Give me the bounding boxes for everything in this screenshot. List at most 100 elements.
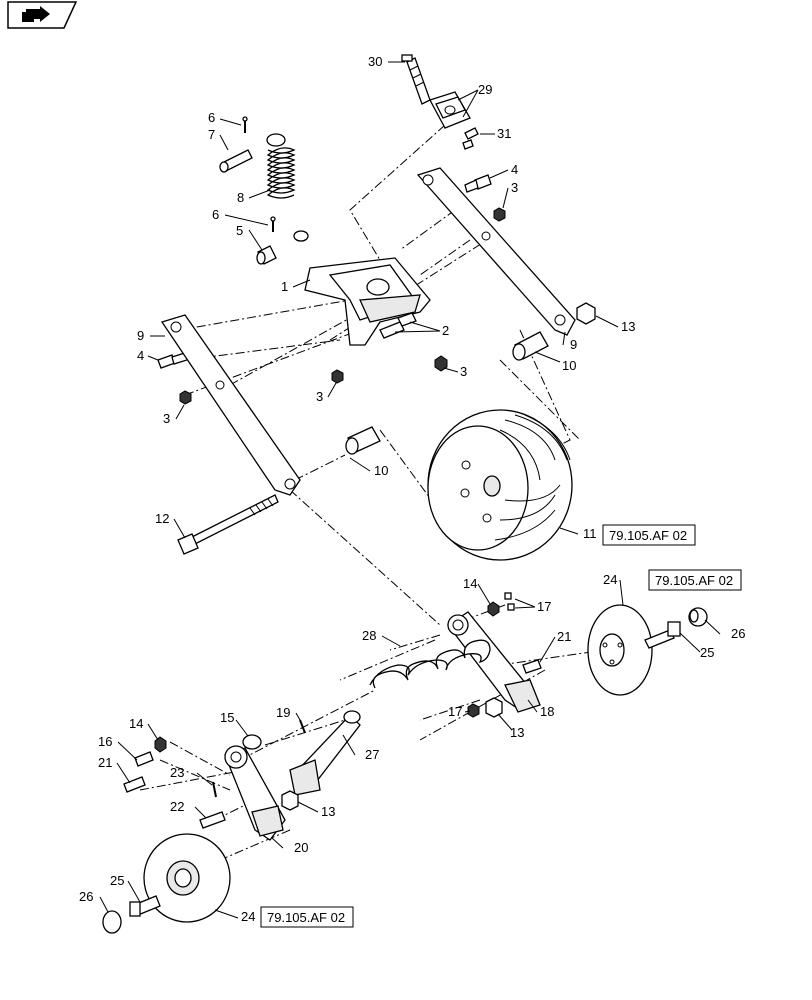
bushing-10-left [345, 426, 381, 455]
pin-31 [462, 127, 479, 150]
callout-18: 18 [540, 704, 554, 719]
callout-9-right: 9 [570, 337, 577, 352]
pin-23 [212, 781, 217, 798]
callout-4-right: 4 [511, 162, 518, 177]
callout-27: 27 [365, 747, 379, 762]
callout-6-lower: 6 [212, 207, 219, 222]
callout-6-top: 6 [208, 110, 215, 125]
callout-3-upper: 3 [511, 180, 518, 195]
callout-19: 19 [276, 705, 290, 720]
nut-17-lower [467, 703, 480, 718]
callout-22: 22 [170, 799, 184, 814]
cap-26-right [688, 607, 708, 627]
nut-3-upper-right [493, 207, 506, 222]
clamp-29 [429, 91, 471, 129]
callout-21-lower: 21 [98, 755, 112, 770]
nut-3-center [434, 355, 448, 372]
wheel-11 [427, 409, 573, 561]
reference-box-wheel[interactable]: 79.105.AF 02 [602, 524, 696, 546]
nut-13-top [576, 302, 596, 325]
callout-26-lower: 26 [79, 889, 93, 904]
callout-8: 8 [237, 190, 244, 205]
leader-lines [99, 61, 721, 919]
bolt-16 [134, 751, 154, 767]
nut-17-upper-pair [504, 592, 515, 611]
callout-10-right: 10 [562, 358, 576, 373]
disc-24-right [587, 604, 653, 696]
callout-14-lower: 14 [129, 716, 143, 731]
disc-24-lower [143, 833, 231, 923]
callout-28: 28 [362, 628, 376, 643]
spring-28 [369, 639, 491, 689]
callout-13-lower: 13 [321, 804, 335, 819]
bolt-30 [401, 54, 431, 105]
callout-4-left: 4 [137, 348, 144, 363]
cotter-pin-6-top [242, 116, 248, 133]
bushing-10-right [512, 331, 549, 361]
next-page-arrow-icon[interactable] [7, 1, 78, 29]
bolt-4-right [464, 174, 492, 193]
callout-3-center: 3 [460, 364, 467, 379]
bolt-14-lower [154, 736, 167, 753]
bolt-12 [177, 494, 279, 555]
bracket-1 [304, 257, 431, 346]
callout-16: 16 [98, 734, 112, 749]
pin-5 [256, 245, 277, 265]
arm-20 [224, 745, 286, 841]
callout-5: 5 [236, 223, 243, 238]
callout-24-right: 24 [603, 572, 617, 587]
callout-29: 29 [478, 82, 492, 97]
callout-26-right: 26 [731, 626, 745, 641]
spring-8 [266, 133, 309, 242]
reference-text-disc-bottom[interactable]: 79.105.AF 02 [267, 910, 345, 925]
nut-3-arm-left [179, 390, 192, 405]
bolt-2 [379, 312, 417, 339]
callout-2: 2 [442, 323, 449, 338]
callout-21-upper: 21 [557, 629, 571, 644]
callout-17-upper: 17 [537, 599, 551, 614]
bolt-25-lower [129, 895, 161, 917]
callout-13-middle: 13 [510, 725, 524, 740]
cotter-pin-6-lower [270, 216, 276, 232]
bolt-14-upper [487, 601, 500, 617]
callout-labels: 30 29 31 6 7 8 6 5 1 2 3 3 4 3 9 4 3 9 1… [79, 54, 745, 924]
reference-text-wheel[interactable]: 79.105.AF 02 [609, 528, 687, 543]
arm-9-right [416, 167, 576, 336]
cap-26-lower [102, 910, 122, 934]
pin-19 [299, 719, 306, 734]
pin-7 [219, 149, 253, 173]
reference-box-disc-bottom[interactable]: 79.105.AF 02 [260, 906, 354, 928]
callout-24-lower: 24 [241, 909, 255, 924]
nut-13-lower [281, 790, 299, 811]
pin-22 [199, 811, 226, 829]
bolt-21-lower [123, 776, 146, 793]
callout-12: 12 [155, 511, 169, 526]
callout-3-left: 3 [316, 389, 323, 404]
callout-15: 15 [220, 710, 234, 725]
shaft-27 [289, 710, 361, 796]
callout-20: 20 [294, 840, 308, 855]
callout-25-lower: 25 [110, 873, 124, 888]
bolt-25-right [644, 621, 681, 649]
nut-13-middle [485, 697, 503, 718]
callout-13-top: 13 [621, 319, 635, 334]
callout-25-right: 25 [700, 645, 714, 660]
arm-18 [447, 611, 541, 713]
nut-3-left [331, 369, 344, 384]
callout-1: 1 [281, 279, 288, 294]
callout-14-upper: 14 [463, 576, 477, 591]
callout-11: 11 [583, 526, 597, 541]
callout-3-arm: 3 [163, 411, 170, 426]
reference-box-disc-right[interactable]: 79.105.AF 02 [648, 569, 742, 591]
callout-7: 7 [208, 127, 215, 142]
washer-15 [242, 734, 262, 750]
bolt-21-upper [522, 659, 542, 674]
callout-9-left: 9 [137, 328, 144, 343]
callout-10-left: 10 [374, 463, 388, 478]
callout-31: 31 [497, 126, 511, 141]
callout-23: 23 [170, 765, 184, 780]
arm-9-left [160, 314, 301, 496]
reference-text-disc-right[interactable]: 79.105.AF 02 [655, 573, 733, 588]
callout-30: 30 [368, 54, 382, 69]
callout-17-lower: 17 [448, 704, 462, 719]
